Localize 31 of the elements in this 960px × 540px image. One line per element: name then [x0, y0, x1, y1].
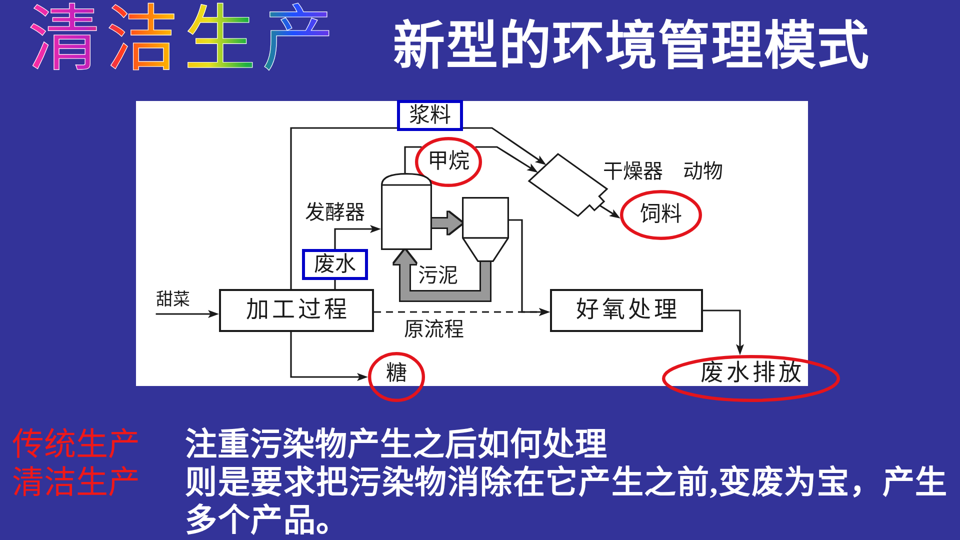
highlight-ellipse: 废水排放 — [662, 355, 840, 402]
arrow — [703, 310, 744, 356]
term-label: 清洁生产 — [12, 463, 140, 501]
arrow — [463, 127, 546, 165]
highlight-ellipse: 饲料 — [620, 190, 702, 240]
arrow — [334, 225, 381, 249]
slide-title: 新型的环境管理模式 — [393, 16, 870, 78]
equipment-label: 发酵器 — [305, 201, 365, 223]
highlight-ellipse: 甲烷 — [415, 137, 482, 187]
description-text: 注重污染物产生之后如何处理 — [185, 425, 608, 463]
edge-label: 原流程 — [403, 318, 465, 340]
connector-line — [334, 280, 336, 289]
input-label: 甜菜 — [153, 289, 193, 311]
block-arrow — [432, 212, 462, 234]
highlight-box: 废水 — [302, 249, 368, 280]
arrow — [156, 310, 219, 318]
description-text: 则是要求把污染物消除在它产生之前,变废为宝，产生多个产品。 — [185, 463, 950, 539]
arrow — [290, 332, 368, 381]
dashed-arrow — [374, 308, 550, 316]
equipment-label: 干燥器 — [603, 160, 663, 182]
connector-line — [404, 146, 422, 174]
highlight-ellipse: 糖 — [368, 352, 425, 402]
term-label: 传统生产 — [12, 425, 140, 463]
process-box: 加工过程 — [219, 289, 374, 332]
process-box: 好氧处理 — [550, 289, 703, 332]
equipment-label: 动物 — [683, 160, 723, 182]
arrow — [599, 204, 620, 218]
highlight-box: 浆料 — [397, 100, 463, 131]
connector-line — [290, 127, 397, 289]
edge-label: 污泥 — [417, 264, 459, 286]
arrow — [475, 146, 538, 173]
